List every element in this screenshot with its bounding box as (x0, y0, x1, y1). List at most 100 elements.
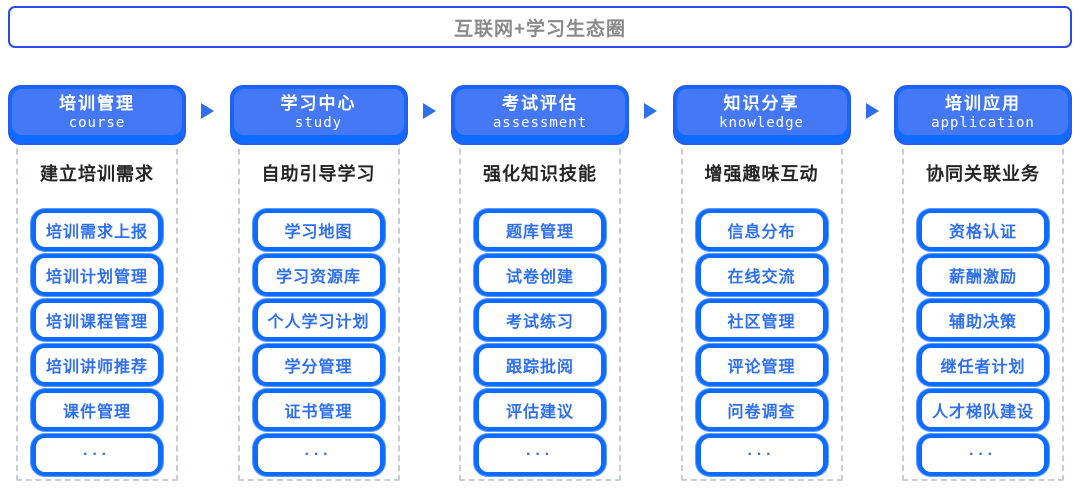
phase-title-en: course (68, 114, 126, 131)
feature-item: 评估建议 (474, 389, 606, 431)
feature-item: ··· (31, 434, 163, 476)
feature-item-label: 学分管理 (257, 348, 380, 382)
feature-item: 证书管理 (252, 389, 385, 431)
feature-item: 学习资源库 (252, 254, 385, 296)
feature-item: 资格认证 (917, 209, 1049, 251)
feature-item: 培训计划管理 (31, 254, 163, 296)
feature-item: 课件管理 (31, 389, 163, 431)
feature-item-label: 学习地图 (257, 213, 380, 247)
feature-item-label: 证书管理 (257, 393, 380, 427)
arrow-right-icon (201, 103, 215, 119)
phase-column: 知识分享 knowledge 增强趣味互动 信息分布 在线交流 社区管理 评论管… (672, 85, 851, 481)
feature-item-label: 问卷调查 (700, 393, 823, 427)
feature-item: 题库管理 (474, 209, 606, 251)
feature-item-label: ··· (257, 438, 380, 472)
feature-item-label: ··· (922, 438, 1044, 472)
feature-item-label: ··· (479, 438, 601, 472)
phase-column: 培训应用 application 协同关联业务 资格认证 薪酬激励 辅助决策 继… (894, 85, 1072, 481)
phase-subtitle: 增强趣味互动 (704, 164, 819, 184)
feature-item: ··· (474, 434, 606, 476)
feature-item: 薪酬激励 (917, 254, 1049, 296)
phase-body: 自助引导学习 学习地图 学习资源库 个人学习计划 学分管理 证书管理 ··· (237, 119, 400, 481)
phase-item-list: 题库管理 试卷创建 考试练习 跟踪批阅 评估建议 ··· (461, 209, 619, 476)
phase-title-en: study (294, 114, 343, 131)
feature-item-label: 个人学习计划 (257, 303, 380, 337)
feature-item: 个人学习计划 (252, 299, 385, 341)
phase-header-face: 培训应用 application (898, 89, 1068, 135)
feature-item-label: 社区管理 (700, 303, 823, 337)
feature-item: 辅助决策 (917, 299, 1049, 341)
arrow-right-icon (644, 103, 658, 119)
phase-header-face: 学习中心 study (233, 89, 404, 135)
feature-item: 学习地图 (252, 209, 385, 251)
feature-item-label: 跟踪批阅 (479, 348, 601, 382)
feature-item: 培训课程管理 (31, 299, 163, 341)
phase-item-list: 信息分布 在线交流 社区管理 评论管理 问卷调查 ··· (683, 209, 841, 476)
phase-body: 增强趣味互动 信息分布 在线交流 社区管理 评论管理 问卷调查 ··· (680, 119, 843, 481)
feature-item: 培训需求上报 (31, 209, 163, 251)
feature-item-label: 培训需求上报 (36, 213, 158, 247)
feature-item: ··· (917, 434, 1049, 476)
phase-title-en: assessment (492, 114, 588, 131)
phase-subtitle: 自助引导学习 (261, 164, 376, 184)
phase-column: 培训管理 course 建立培训需求 培训需求上报 培训计划管理 培训课程管理 … (8, 85, 186, 481)
feature-item: 跟踪批阅 (474, 344, 606, 386)
phase-column: 考试评估 assessment 强化知识技能 题库管理 试卷创建 考试练习 跟踪… (451, 85, 629, 481)
phase-title-zh: 知识分享 (723, 93, 800, 113)
phase-column: 学习中心 study 自助引导学习 学习地图 学习资源库 个人学习计划 学分管理… (229, 85, 408, 481)
feature-item-label: 薪酬激励 (922, 258, 1044, 292)
feature-item-label: 信息分布 (700, 213, 823, 247)
phase-title-zh: 培训应用 (945, 93, 1021, 113)
feature-item-label: 在线交流 (700, 258, 823, 292)
feature-item-label: 试卷创建 (479, 258, 601, 292)
phase-body: 强化知识技能 题库管理 试卷创建 考试练习 跟踪批阅 评估建议 ··· (459, 119, 621, 481)
phase-subtitle: 协同关联业务 (926, 164, 1040, 184)
feature-item-label: 考试练习 (479, 303, 601, 337)
phase-header: 知识分享 knowledge (672, 85, 851, 145)
phase-item-list: 资格认证 薪酬激励 辅助决策 继任者计划 人才梯队建设 ··· (904, 209, 1062, 476)
phase-title-en: application (931, 114, 1035, 131)
feature-item-label: 题库管理 (479, 213, 601, 247)
phase-header-face: 培训管理 course (12, 89, 182, 135)
feature-item-label: 培训讲师推荐 (36, 348, 158, 382)
feature-item-label: ··· (36, 438, 158, 472)
feature-item: ··· (252, 434, 385, 476)
phase-header: 考试评估 assessment (451, 85, 629, 145)
phase-title-zh: 考试评估 (502, 93, 578, 113)
feature-item-label: 继任者计划 (922, 348, 1044, 382)
phase-header: 学习中心 study (229, 85, 408, 145)
feature-item: ··· (695, 434, 828, 476)
phase-header-face: 考试评估 assessment (455, 89, 625, 135)
feature-item: 试卷创建 (474, 254, 606, 296)
phase-title-zh: 培训管理 (59, 93, 135, 113)
banner-title: 互联网+学习生态圈 (453, 18, 627, 40)
phase-body: 建立培训需求 培训需求上报 培训计划管理 培训课程管理 培训讲师推荐 课件管理 … (16, 119, 178, 481)
phase-item-list: 学习地图 学习资源库 个人学习计划 学分管理 证书管理 ··· (240, 209, 398, 476)
columns-row: 培训管理 course 建立培训需求 培训需求上报 培训计划管理 培训课程管理 … (8, 85, 1072, 481)
feature-item-label: 培训课程管理 (36, 303, 158, 337)
feature-item: 培训讲师推荐 (31, 344, 163, 386)
phase-body: 协同关联业务 资格认证 薪酬激励 辅助决策 继任者计划 人才梯队建设 ··· (902, 119, 1064, 481)
phase-header-face: 知识分享 knowledge (676, 89, 847, 135)
ecosystem-banner: 互联网+学习生态圈 (8, 6, 1072, 48)
feature-item-label: 培训计划管理 (36, 258, 158, 292)
phase-header: 培训管理 course (8, 85, 186, 145)
feature-item-label: 辅助决策 (922, 303, 1044, 337)
feature-item: 问卷调查 (695, 389, 828, 431)
phase-item-list: 培训需求上报 培训计划管理 培训课程管理 培训讲师推荐 课件管理 ··· (18, 209, 176, 476)
feature-item: 评论管理 (695, 344, 828, 386)
feature-item: 社区管理 (695, 299, 828, 341)
feature-item: 考试练习 (474, 299, 606, 341)
phase-title-en: knowledge (719, 114, 804, 131)
feature-item-label: ··· (700, 438, 823, 472)
phase-header: 培训应用 application (894, 85, 1072, 145)
phase-subtitle: 建立培训需求 (40, 164, 154, 184)
phase-title-zh: 学习中心 (280, 93, 357, 113)
arrow-right-icon (422, 103, 436, 119)
feature-item: 人才梯队建设 (917, 389, 1049, 431)
phase-subtitle: 强化知识技能 (483, 164, 597, 184)
feature-item: 信息分布 (695, 209, 828, 251)
feature-item: 学分管理 (252, 344, 385, 386)
feature-item-label: 学习资源库 (257, 258, 380, 292)
arrow-right-icon (865, 103, 879, 119)
